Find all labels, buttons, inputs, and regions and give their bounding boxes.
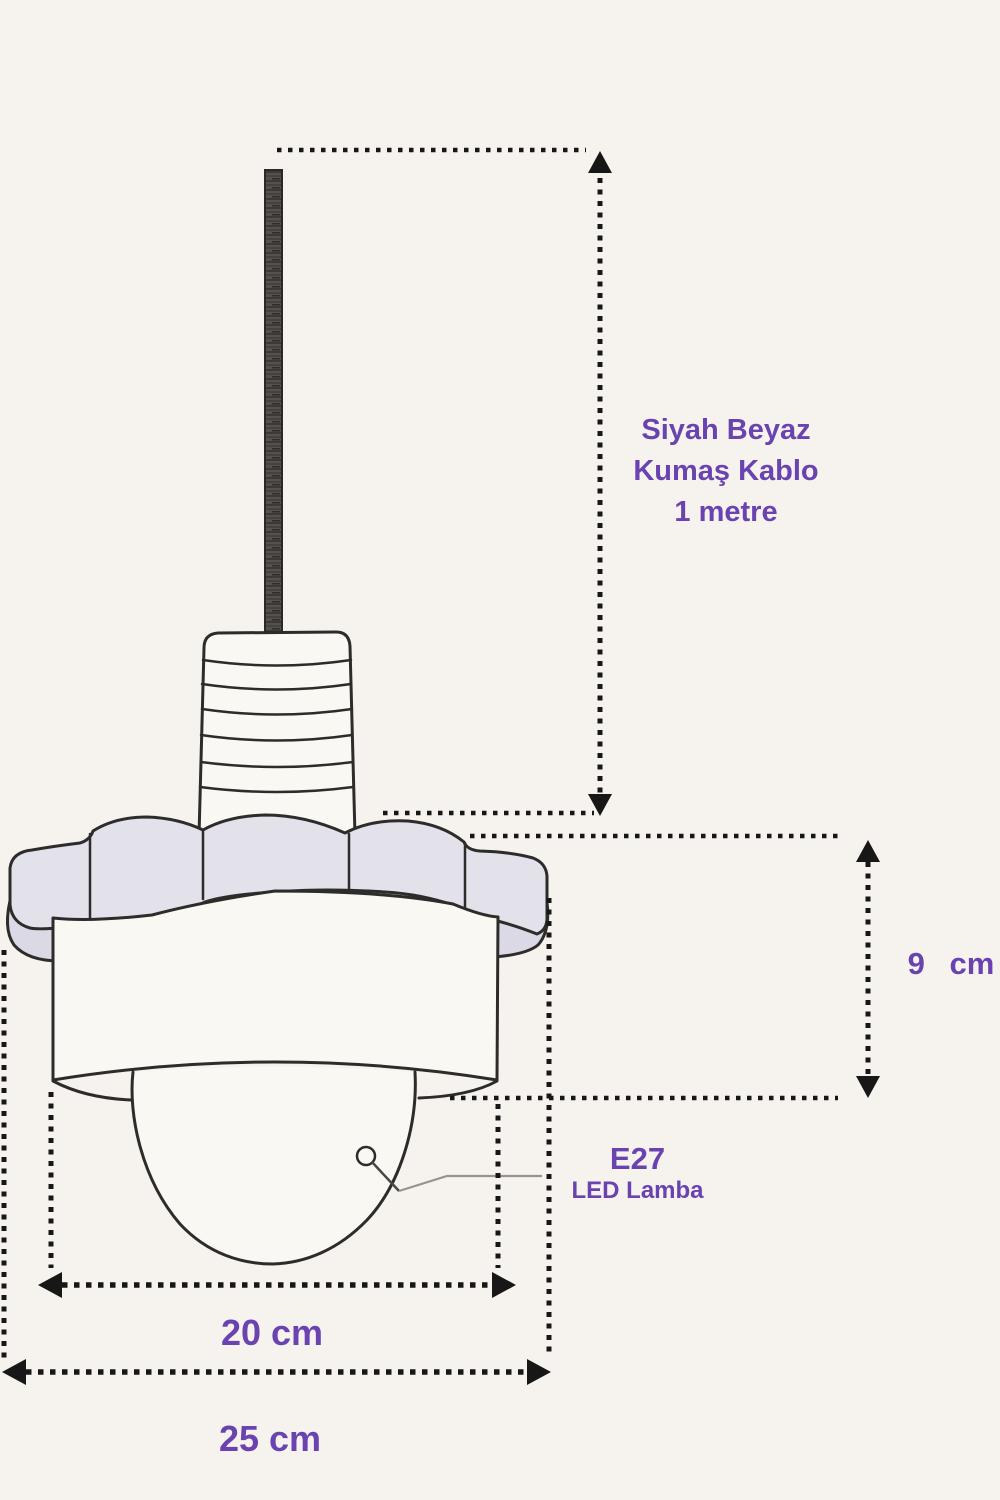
drum-shade [51, 889, 500, 1102]
arrow-down-cable [588, 794, 612, 816]
width-25cm-label: 25 cm [218, 1418, 322, 1459]
bulb-leader-line [371, 1161, 542, 1193]
bulb-type-label: E27 LED Lamba [555, 1141, 720, 1205]
cable-label-line1: Siyah Beyaz [641, 414, 811, 446]
dimension-arrowheads [2, 151, 880, 1385]
cable-label-line3: 1 metre [674, 496, 778, 528]
bulb-dome [130, 1067, 417, 1266]
height-9cm-label: 9 cm [907, 946, 995, 981]
arrow-left-20cm [38, 1272, 62, 1298]
shade-rim-left [51, 1079, 133, 1102]
arrow-right-25cm [527, 1359, 551, 1385]
arrow-down-9cm [856, 1076, 880, 1098]
arrow-left-25cm [2, 1359, 26, 1385]
cable-length-label: Siyah Beyaz Kumaş Kablo 1 metre [598, 410, 854, 533]
bulb-type-code: E27 [609, 1141, 666, 1176]
bulb-type-subtitle: LED Lamba [571, 1177, 704, 1204]
lamp-socket [197, 630, 357, 838]
fabric-cable [264, 169, 283, 633]
cable-label-line2: Kumaş Kablo [633, 455, 819, 487]
arrow-up-9cm [856, 840, 880, 862]
width-20cm-label: 20 cm [220, 1312, 324, 1353]
bulb-highlight [355, 1145, 377, 1167]
arrow-up-cable [588, 151, 612, 173]
shade-rim-right [417, 1079, 499, 1100]
arrow-right-20cm [492, 1272, 516, 1298]
